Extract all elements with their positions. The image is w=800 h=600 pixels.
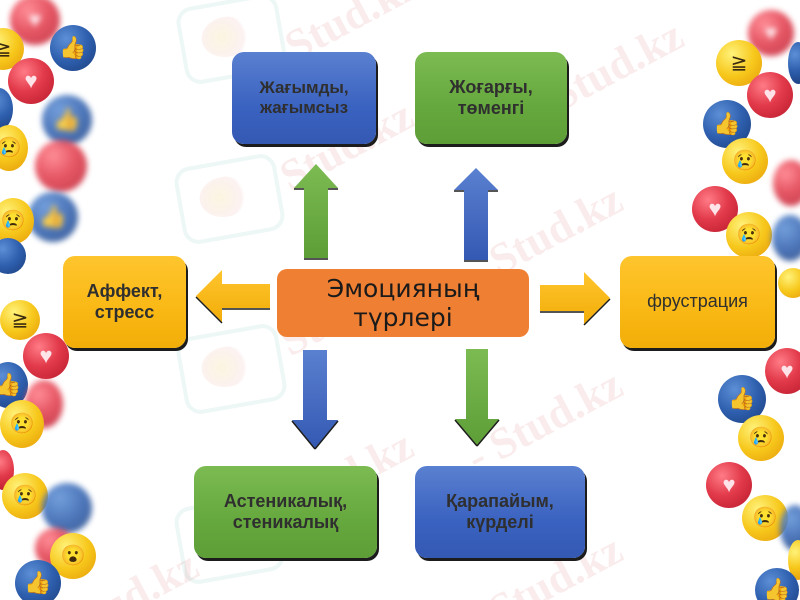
heart-balloon: ♥ xyxy=(765,348,800,394)
sad-balloon: 😢 xyxy=(738,415,784,461)
like-balloon: 👍 xyxy=(755,568,799,600)
center-label: Эмоцияның түрлері xyxy=(326,273,480,333)
wow-balloon: 😮 xyxy=(50,533,96,579)
like-balloon xyxy=(42,483,92,533)
sad-balloon: 😢 xyxy=(0,198,34,244)
node-high-low: Жоғарғы, төменгі xyxy=(415,52,567,144)
sad-balloon: 😢 xyxy=(2,473,48,519)
node-label: Қарапайым, күрделі xyxy=(446,490,554,532)
node-label: фрустрация xyxy=(647,291,748,312)
like-balloon xyxy=(0,88,13,130)
node-label: Жағымды, жағымсыз xyxy=(259,77,349,117)
sad-balloon: 😢 xyxy=(726,212,772,258)
sad-balloon: 😢 xyxy=(722,138,768,184)
arrow-left-icon xyxy=(195,270,270,324)
node-simple-complex: Қарапайым, күрделі xyxy=(415,466,585,558)
sad-balloon: 😢 xyxy=(0,125,28,171)
center-node-emotion-types: Эмоцияның түрлері xyxy=(277,269,529,337)
balloon xyxy=(778,268,800,298)
laugh-balloon: ≧ xyxy=(0,300,40,340)
node-positive-negative: Жағымды, жағымсыз xyxy=(232,52,376,144)
heart-balloon xyxy=(35,140,87,192)
node-affect-stress: Аффект, стресс xyxy=(63,256,186,348)
node-label: Астеникалық, стеникалық xyxy=(223,490,348,532)
heart-balloon: ♥ xyxy=(23,333,69,379)
sad-balloon: 😢 xyxy=(0,400,44,448)
heart-balloon xyxy=(773,160,800,206)
arrow-down-icon xyxy=(291,350,339,450)
node-asthenic-sthenic: Астеникалық, стеникалық xyxy=(194,466,377,558)
like-balloon xyxy=(772,215,800,261)
heart-balloon: ♥ xyxy=(747,72,793,118)
heart-balloon: ♥ xyxy=(8,58,54,104)
laugh-balloon: ≧ xyxy=(0,28,24,70)
node-label: Аффект, стресс xyxy=(86,280,163,322)
like-balloon xyxy=(788,42,800,84)
like-balloon: 👍 xyxy=(15,560,61,600)
like-balloon: 👍 xyxy=(28,192,78,242)
like-balloon: 👍 xyxy=(703,100,751,148)
node-label: Жоғарғы, төменгі xyxy=(449,76,533,118)
watermark-logo xyxy=(172,151,287,247)
arrow-right-icon xyxy=(540,272,611,326)
like-balloon: 👍 xyxy=(42,95,92,145)
watermark-logo xyxy=(174,321,289,417)
arrow-up-icon xyxy=(454,168,498,262)
arrow-up-icon xyxy=(294,164,338,260)
like-balloon: 👍 xyxy=(718,375,766,423)
heart-balloon: ♥ xyxy=(706,462,752,508)
like-balloon: 👍 xyxy=(50,25,96,71)
arrow-down-icon xyxy=(454,349,500,447)
like-balloon xyxy=(780,505,800,551)
balloon xyxy=(788,540,800,580)
node-frustration: фрустрация xyxy=(620,256,775,348)
